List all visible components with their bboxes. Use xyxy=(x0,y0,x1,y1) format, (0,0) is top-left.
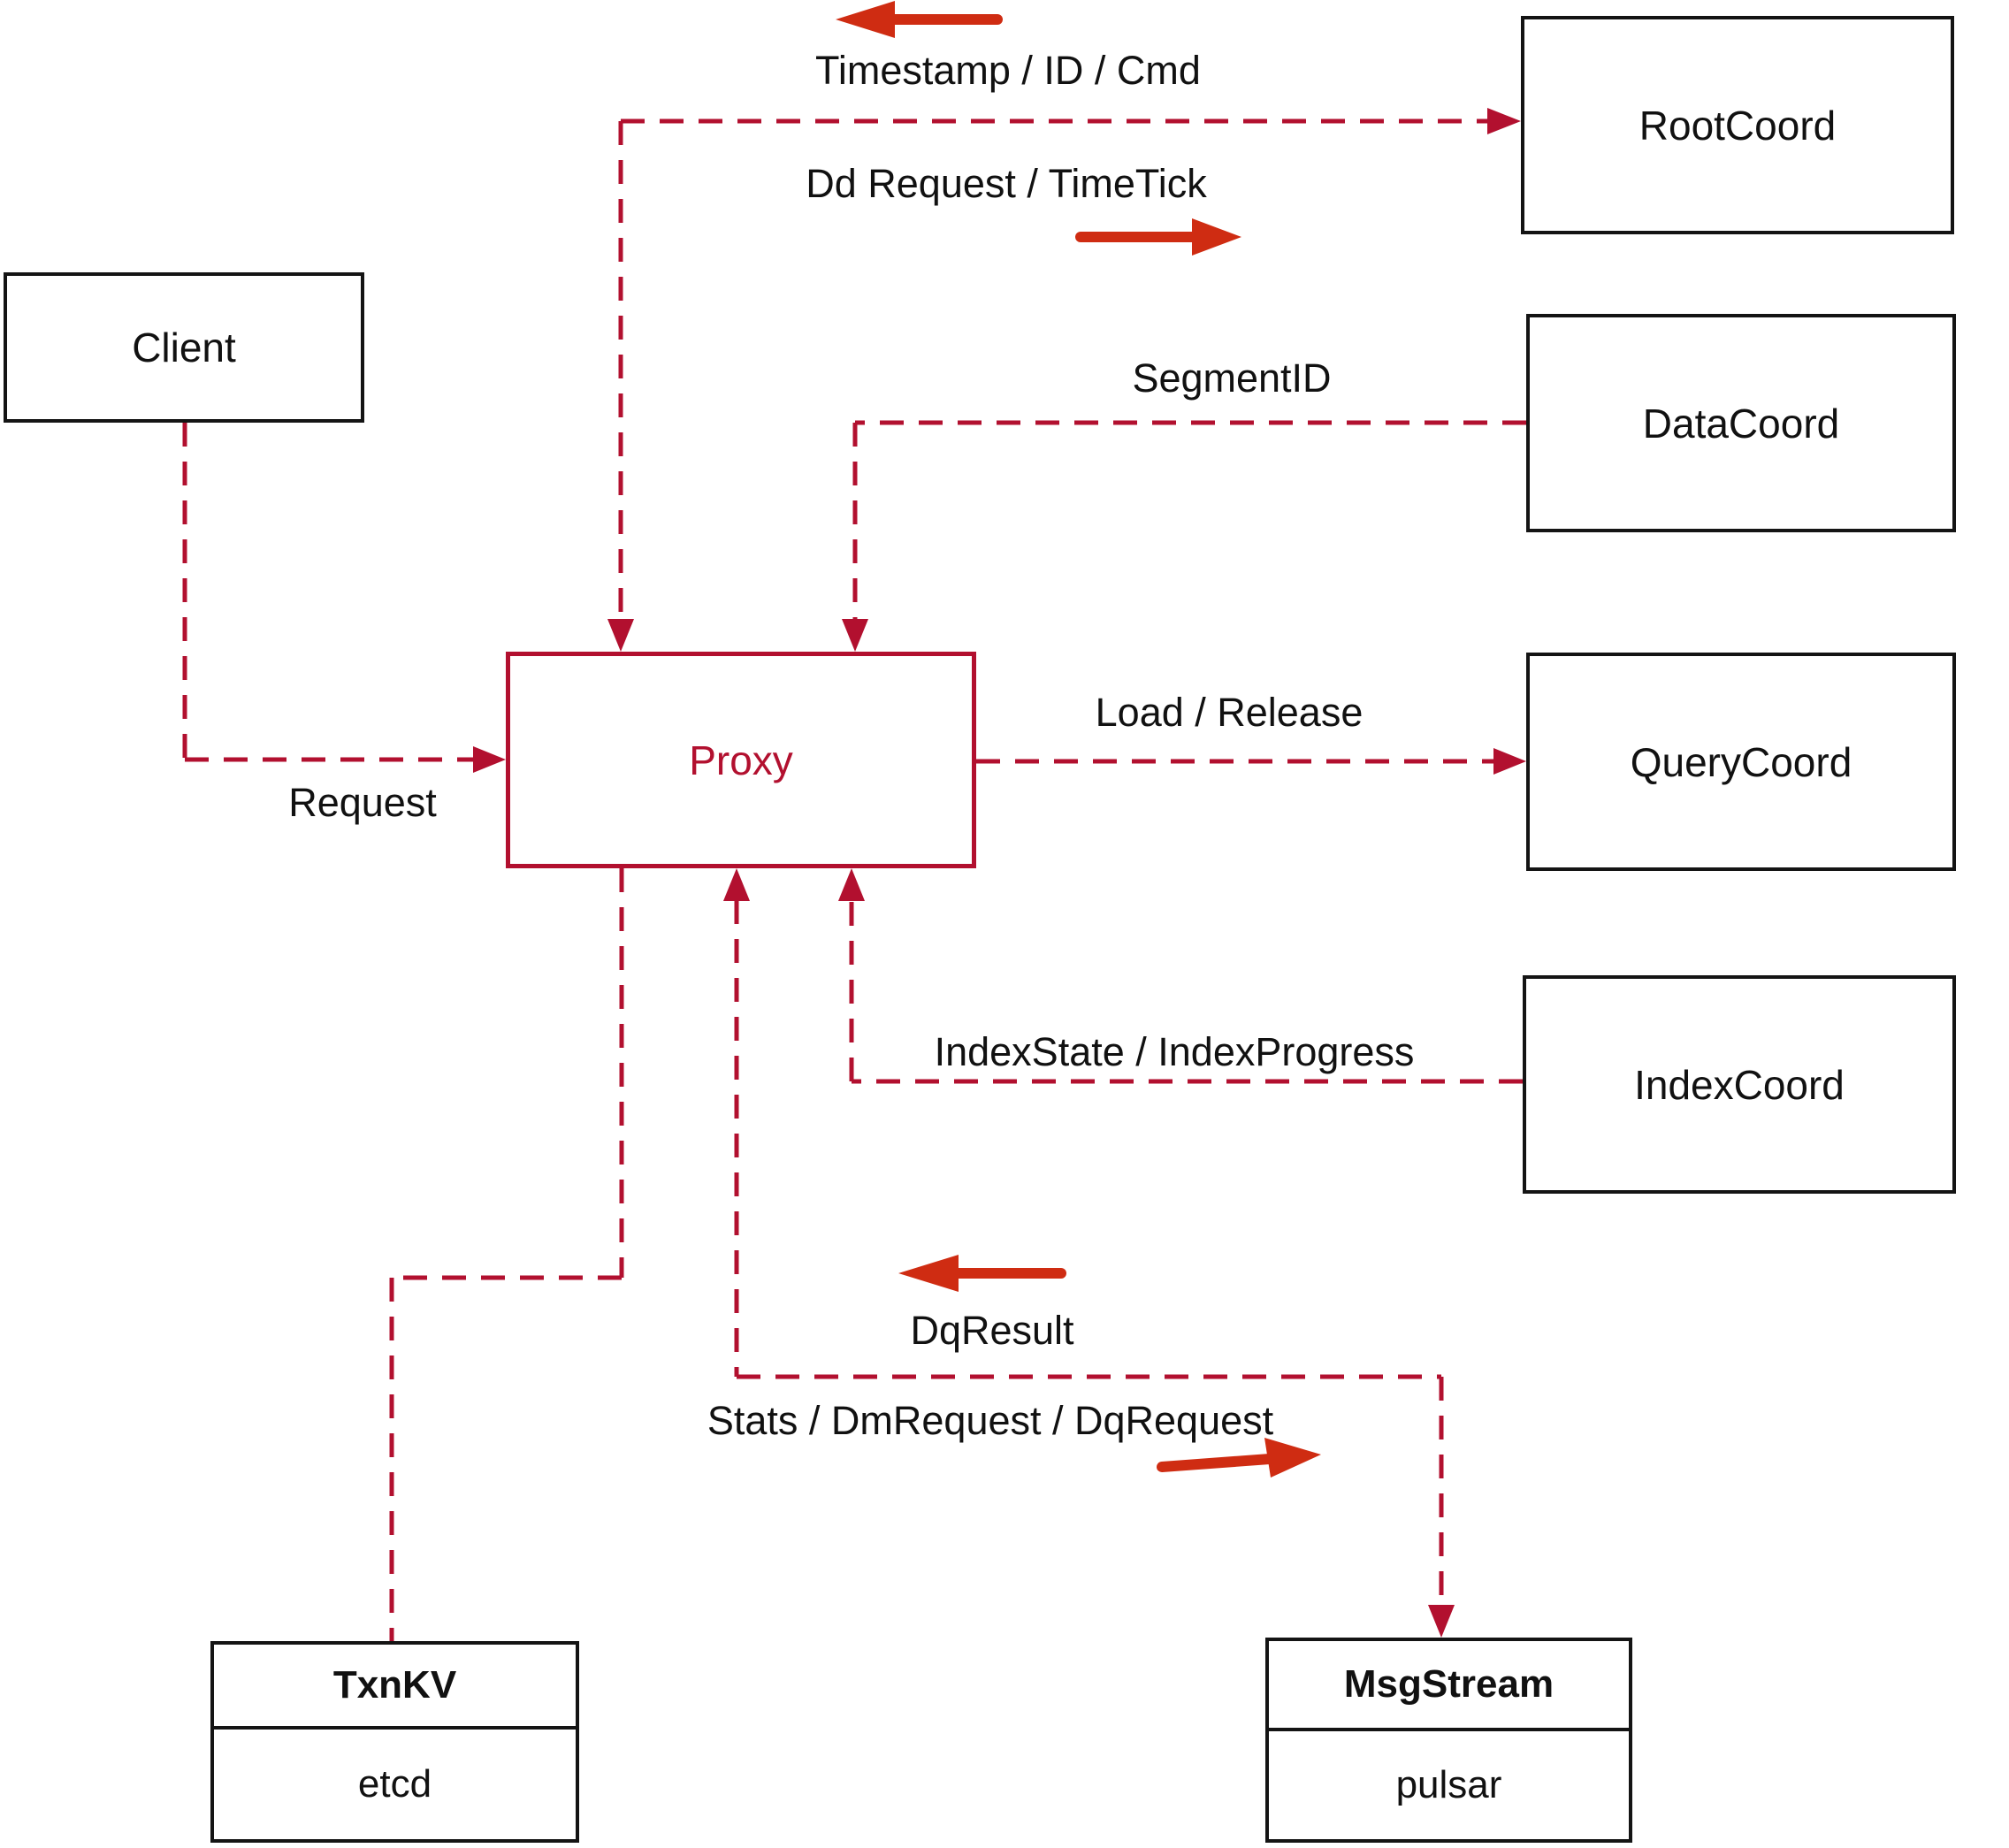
edge-label-segment-id: SegmentID xyxy=(1132,355,1332,401)
arrowhead-into-proxy-bottom-right-icon xyxy=(838,868,865,901)
edge-label-dd-request-timetick: Dd Request / TimeTick xyxy=(806,161,1207,206)
edge-label-load-release: Load / Release xyxy=(1095,690,1364,735)
node-indexcoord-label: IndexCoord xyxy=(1634,1061,1845,1108)
arrowhead-into-msgstream-icon xyxy=(1428,1605,1455,1638)
node-txnkv-title: TxnKV xyxy=(214,1645,576,1730)
node-client-label: Client xyxy=(132,325,236,370)
flow-arrow-left-timestamp-icon xyxy=(836,1,1003,38)
node-indexcoord: IndexCoord xyxy=(1523,975,1956,1194)
node-querycoord-label: QueryCoord xyxy=(1630,738,1852,785)
node-txnkv-impl: etcd xyxy=(357,1762,432,1806)
node-querycoord: QueryCoord xyxy=(1526,653,1956,871)
edge-label-stats-dm-dq: Stats / DmRequest / DqRequest xyxy=(707,1398,1274,1443)
edge-label-index-state-progress: IndexState / IndexProgress xyxy=(934,1029,1415,1074)
flow-arrow-left-dqresult-icon xyxy=(898,1255,1066,1292)
arrowhead-into-proxy-bottom-left-icon xyxy=(723,868,750,901)
arrowhead-into-querycoord-icon xyxy=(1493,748,1526,775)
node-rootcoord: RootCoord xyxy=(1521,16,1954,234)
edge-label-timestamp-id-cmd: Timestamp / ID / Cmd xyxy=(815,48,1201,93)
node-msgstream-title: MsgStream xyxy=(1269,1641,1629,1731)
node-txnkv: TxnKV etcd xyxy=(210,1641,579,1843)
node-client: Client xyxy=(4,272,364,423)
edge-proxy-msgstream xyxy=(723,868,1455,1638)
edge-proxy-txnkv xyxy=(389,868,624,1641)
node-msgstream: MsgStream pulsar xyxy=(1265,1638,1632,1843)
flow-arrow-right-ddrequest-icon xyxy=(1075,218,1241,256)
edge-label-request: Request xyxy=(288,780,437,825)
node-rootcoord-label: RootCoord xyxy=(1639,102,1837,149)
node-datacoord-label: DataCoord xyxy=(1642,400,1840,447)
edge-client-proxy xyxy=(182,423,506,773)
edge-indexcoord-proxy xyxy=(838,868,1523,1084)
arrowhead-into-proxy-top-left-icon xyxy=(607,619,634,652)
flow-arrow-right-stats-icon xyxy=(1157,1438,1321,1478)
node-proxy: Proxy xyxy=(506,652,976,868)
node-datacoord: DataCoord xyxy=(1526,314,1956,532)
arrowhead-into-proxy-left-icon xyxy=(473,746,506,773)
arrowhead-into-rootcoord-icon xyxy=(1487,108,1521,134)
node-proxy-label: Proxy xyxy=(689,737,793,783)
node-msgstream-impl: pulsar xyxy=(1395,1763,1502,1806)
edge-proxy-querycoord xyxy=(976,748,1526,775)
edge-proxy-rootcoord xyxy=(607,108,1521,652)
edge-datacoord-proxy xyxy=(842,420,1526,652)
arrowhead-into-proxy-top-right-icon xyxy=(842,619,868,652)
edge-label-dq-result: DqResult xyxy=(910,1308,1074,1353)
